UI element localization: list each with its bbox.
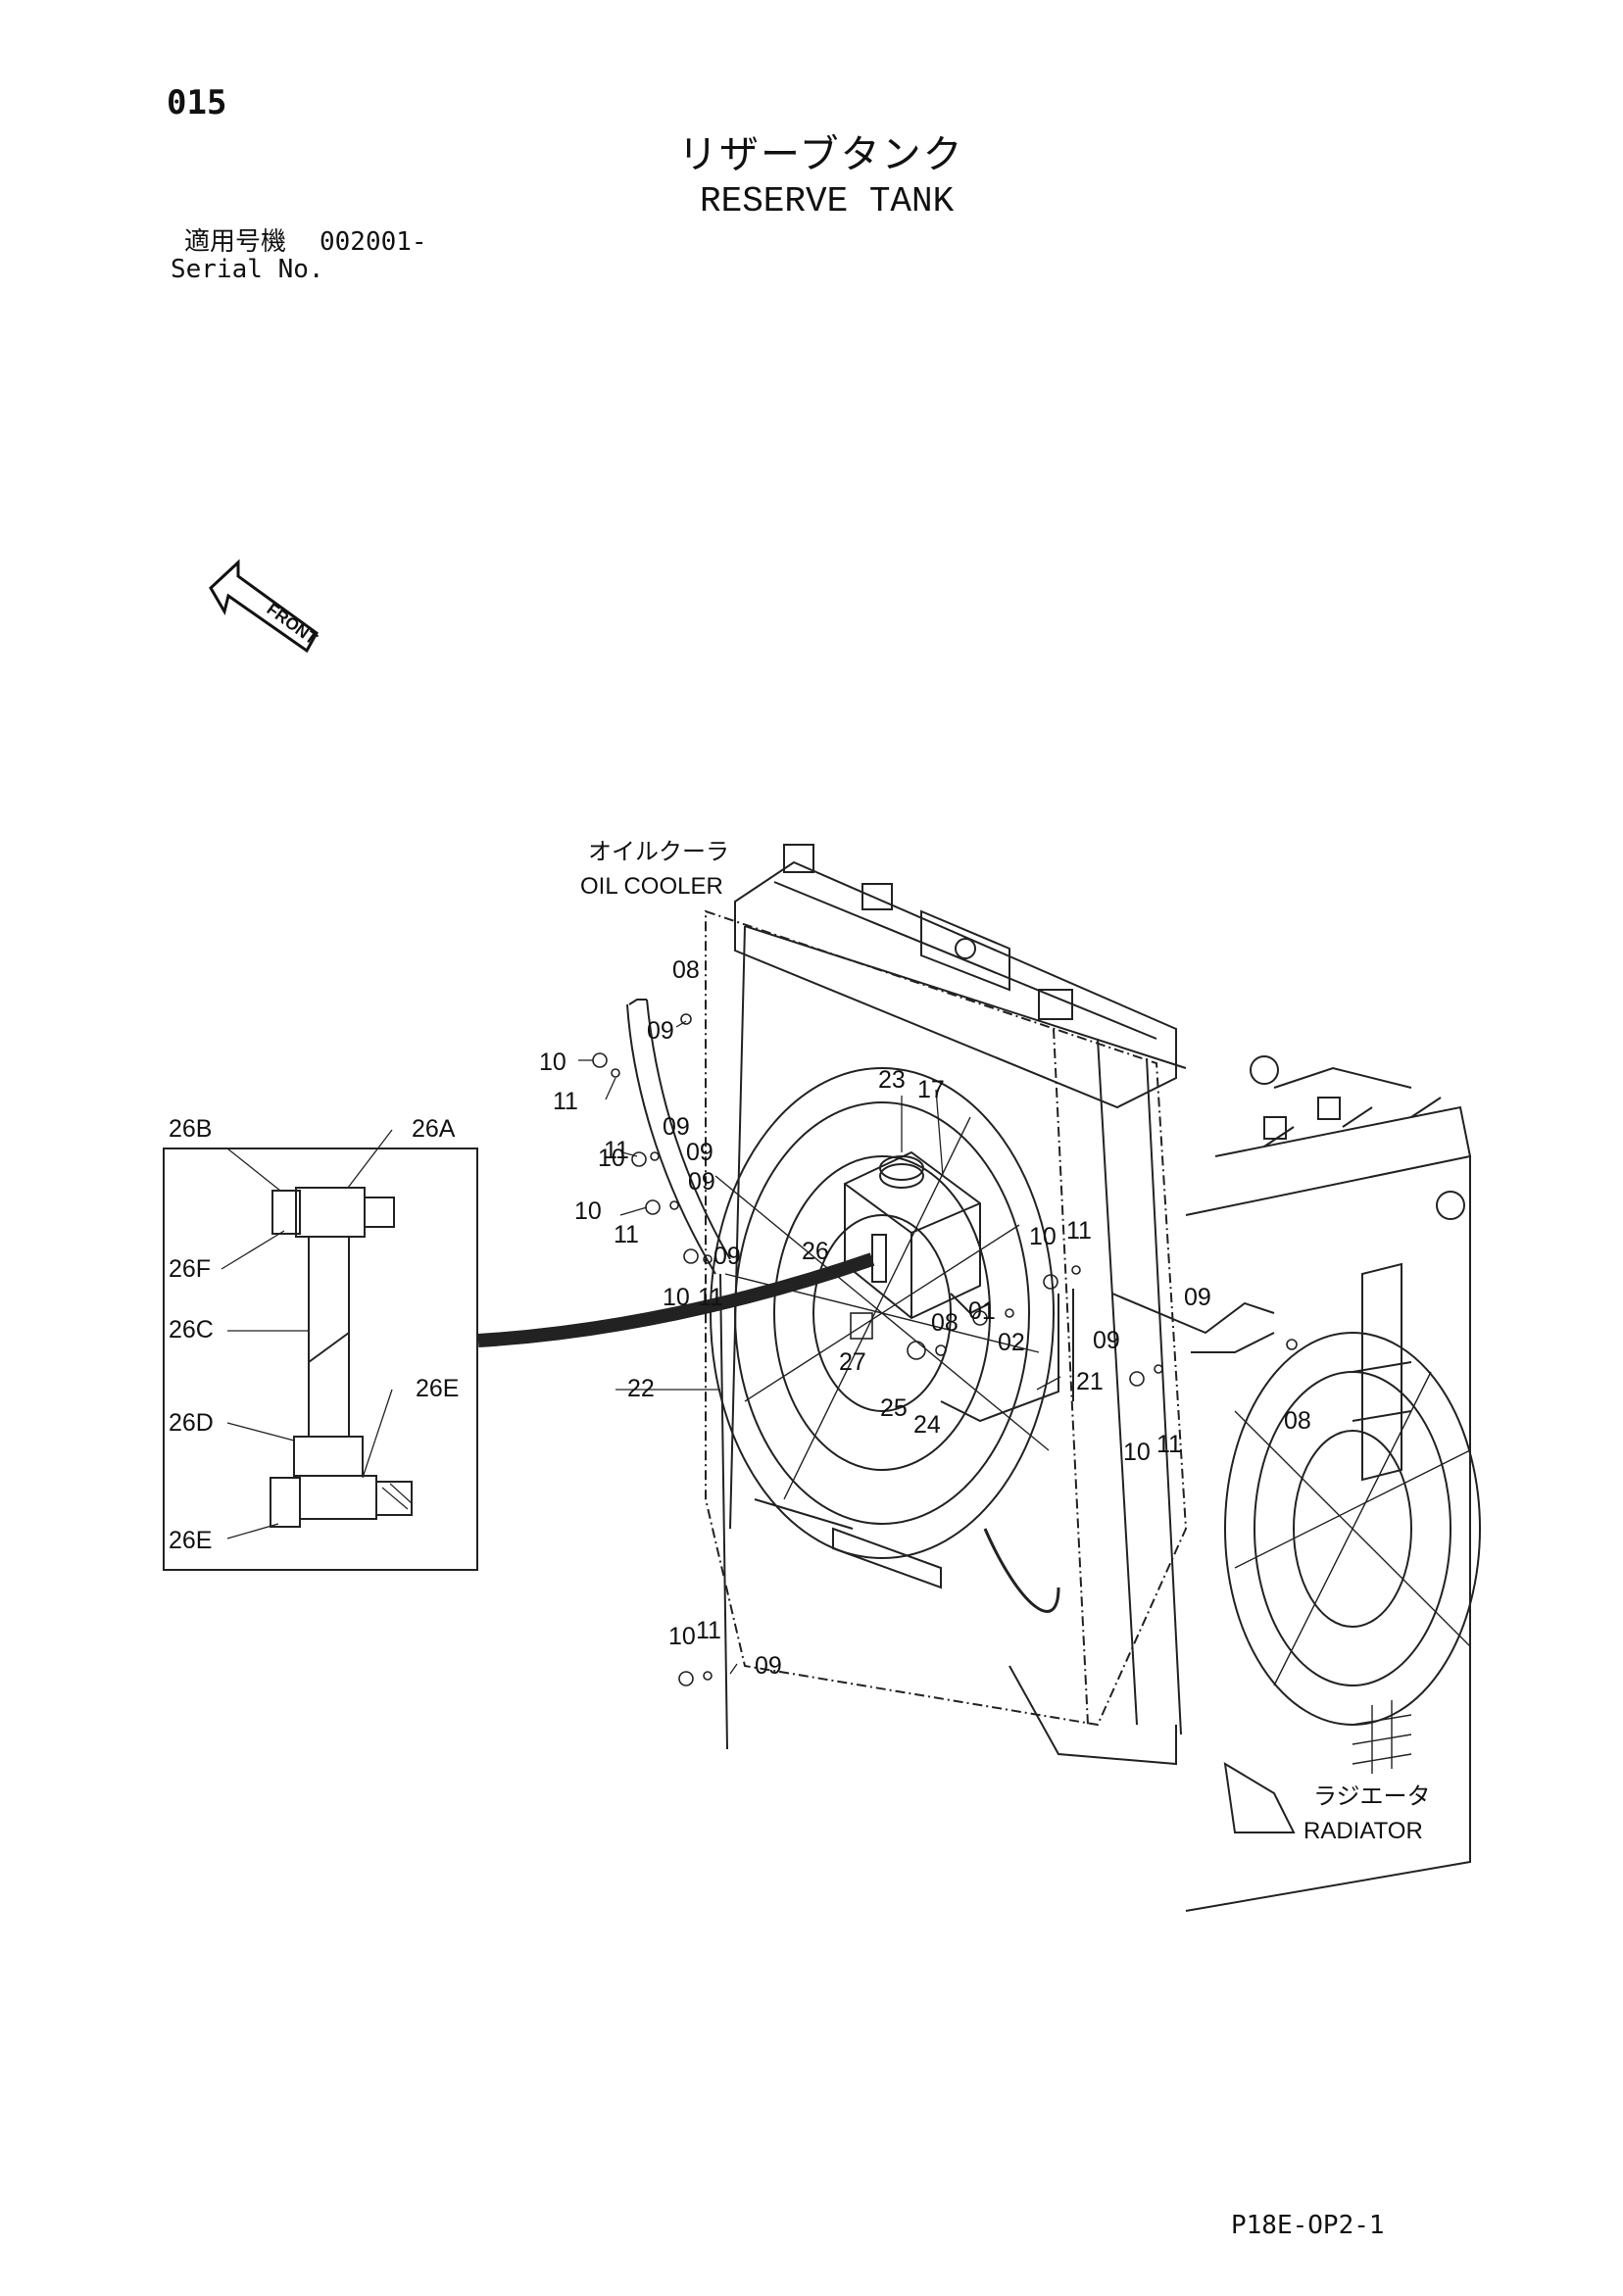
callout-part-09-c: 09	[686, 1139, 713, 1166]
callout-part-11-a: 11	[553, 1088, 578, 1115]
callout-part-09-b: 09	[663, 1113, 690, 1141]
oil-cooler-label-jp: オイルクーラ	[588, 839, 729, 865]
oil-cooler-label-en: OIL COOLER	[580, 873, 723, 900]
callout-26f: 26F	[169, 1255, 212, 1283]
title-japanese: リザーブタンク	[678, 132, 964, 177]
callout-part-08-c: 08	[1284, 1407, 1311, 1435]
serial-label-japanese: 適用号機	[184, 227, 287, 257]
callout-part-10-c: 10	[598, 1145, 625, 1172]
callout-part-11-b: 11	[604, 1137, 629, 1164]
callout-26b: 26B	[169, 1115, 213, 1143]
callout-26c: 26C	[169, 1316, 214, 1343]
callout-part-22: 22	[627, 1375, 655, 1402]
callout-26e-lower: 26E	[169, 1527, 213, 1554]
callout-part-09-e: 09	[1093, 1327, 1120, 1354]
radiator-label-en: RADIATOR	[1303, 1818, 1423, 1844]
callout-part-10-e: 10	[1029, 1223, 1057, 1250]
callout-part-01: 01	[968, 1297, 996, 1325]
callout-part-25: 25	[880, 1394, 908, 1422]
callout-26a: 26A	[412, 1115, 456, 1143]
callout-part-24: 24	[913, 1411, 941, 1439]
callout-part-09-h: 09	[688, 1168, 715, 1196]
page-number: 015	[167, 83, 227, 122]
callout-part-21: 21	[1076, 1368, 1104, 1395]
callout-part-11-d: 11	[698, 1284, 723, 1311]
callout-part-23: 23	[878, 1066, 906, 1094]
callout-part-02: 02	[998, 1329, 1025, 1356]
callout-26e-upper: 26E	[416, 1375, 460, 1402]
callout-part-11-g: 11	[696, 1617, 721, 1644]
callout-part-27: 27	[839, 1348, 866, 1376]
callout-part-09-d: 09	[713, 1243, 741, 1270]
callout-part-10-g: 10	[668, 1623, 696, 1650]
callout-part-11-e: 11	[1066, 1217, 1092, 1245]
callout-part-11-c: 11	[614, 1221, 639, 1248]
front-arrow-icon: FRONT	[209, 559, 321, 654]
callout-part-17: 17	[917, 1076, 945, 1103]
callout-26d: 26D	[169, 1409, 214, 1437]
callout-part-09-f: 09	[1184, 1284, 1211, 1311]
callout-part-11-f: 11	[1156, 1431, 1182, 1458]
serial-label-english: Serial No.	[171, 255, 324, 284]
callout-part-26: 26	[802, 1238, 829, 1265]
serial-value: 002001-	[320, 227, 427, 257]
radiator-label-jp: ラジエータ	[1313, 1783, 1431, 1810]
callout-part-08-b: 08	[931, 1309, 959, 1337]
callout-part-10-a: 10	[539, 1049, 566, 1076]
callout-part-10-b: 10	[574, 1197, 602, 1225]
callout-part-09-g: 09	[755, 1652, 782, 1680]
title-english: RESERVE TANK	[700, 181, 955, 221]
callout-part-10-f: 10	[1123, 1439, 1151, 1466]
drawing-code: P18E-OP2-1	[1231, 2211, 1385, 2240]
callout-part-09-a: 09	[647, 1017, 674, 1045]
callout-part-10-d: 10	[663, 1284, 690, 1311]
callout-part-08-a: 08	[672, 956, 700, 984]
